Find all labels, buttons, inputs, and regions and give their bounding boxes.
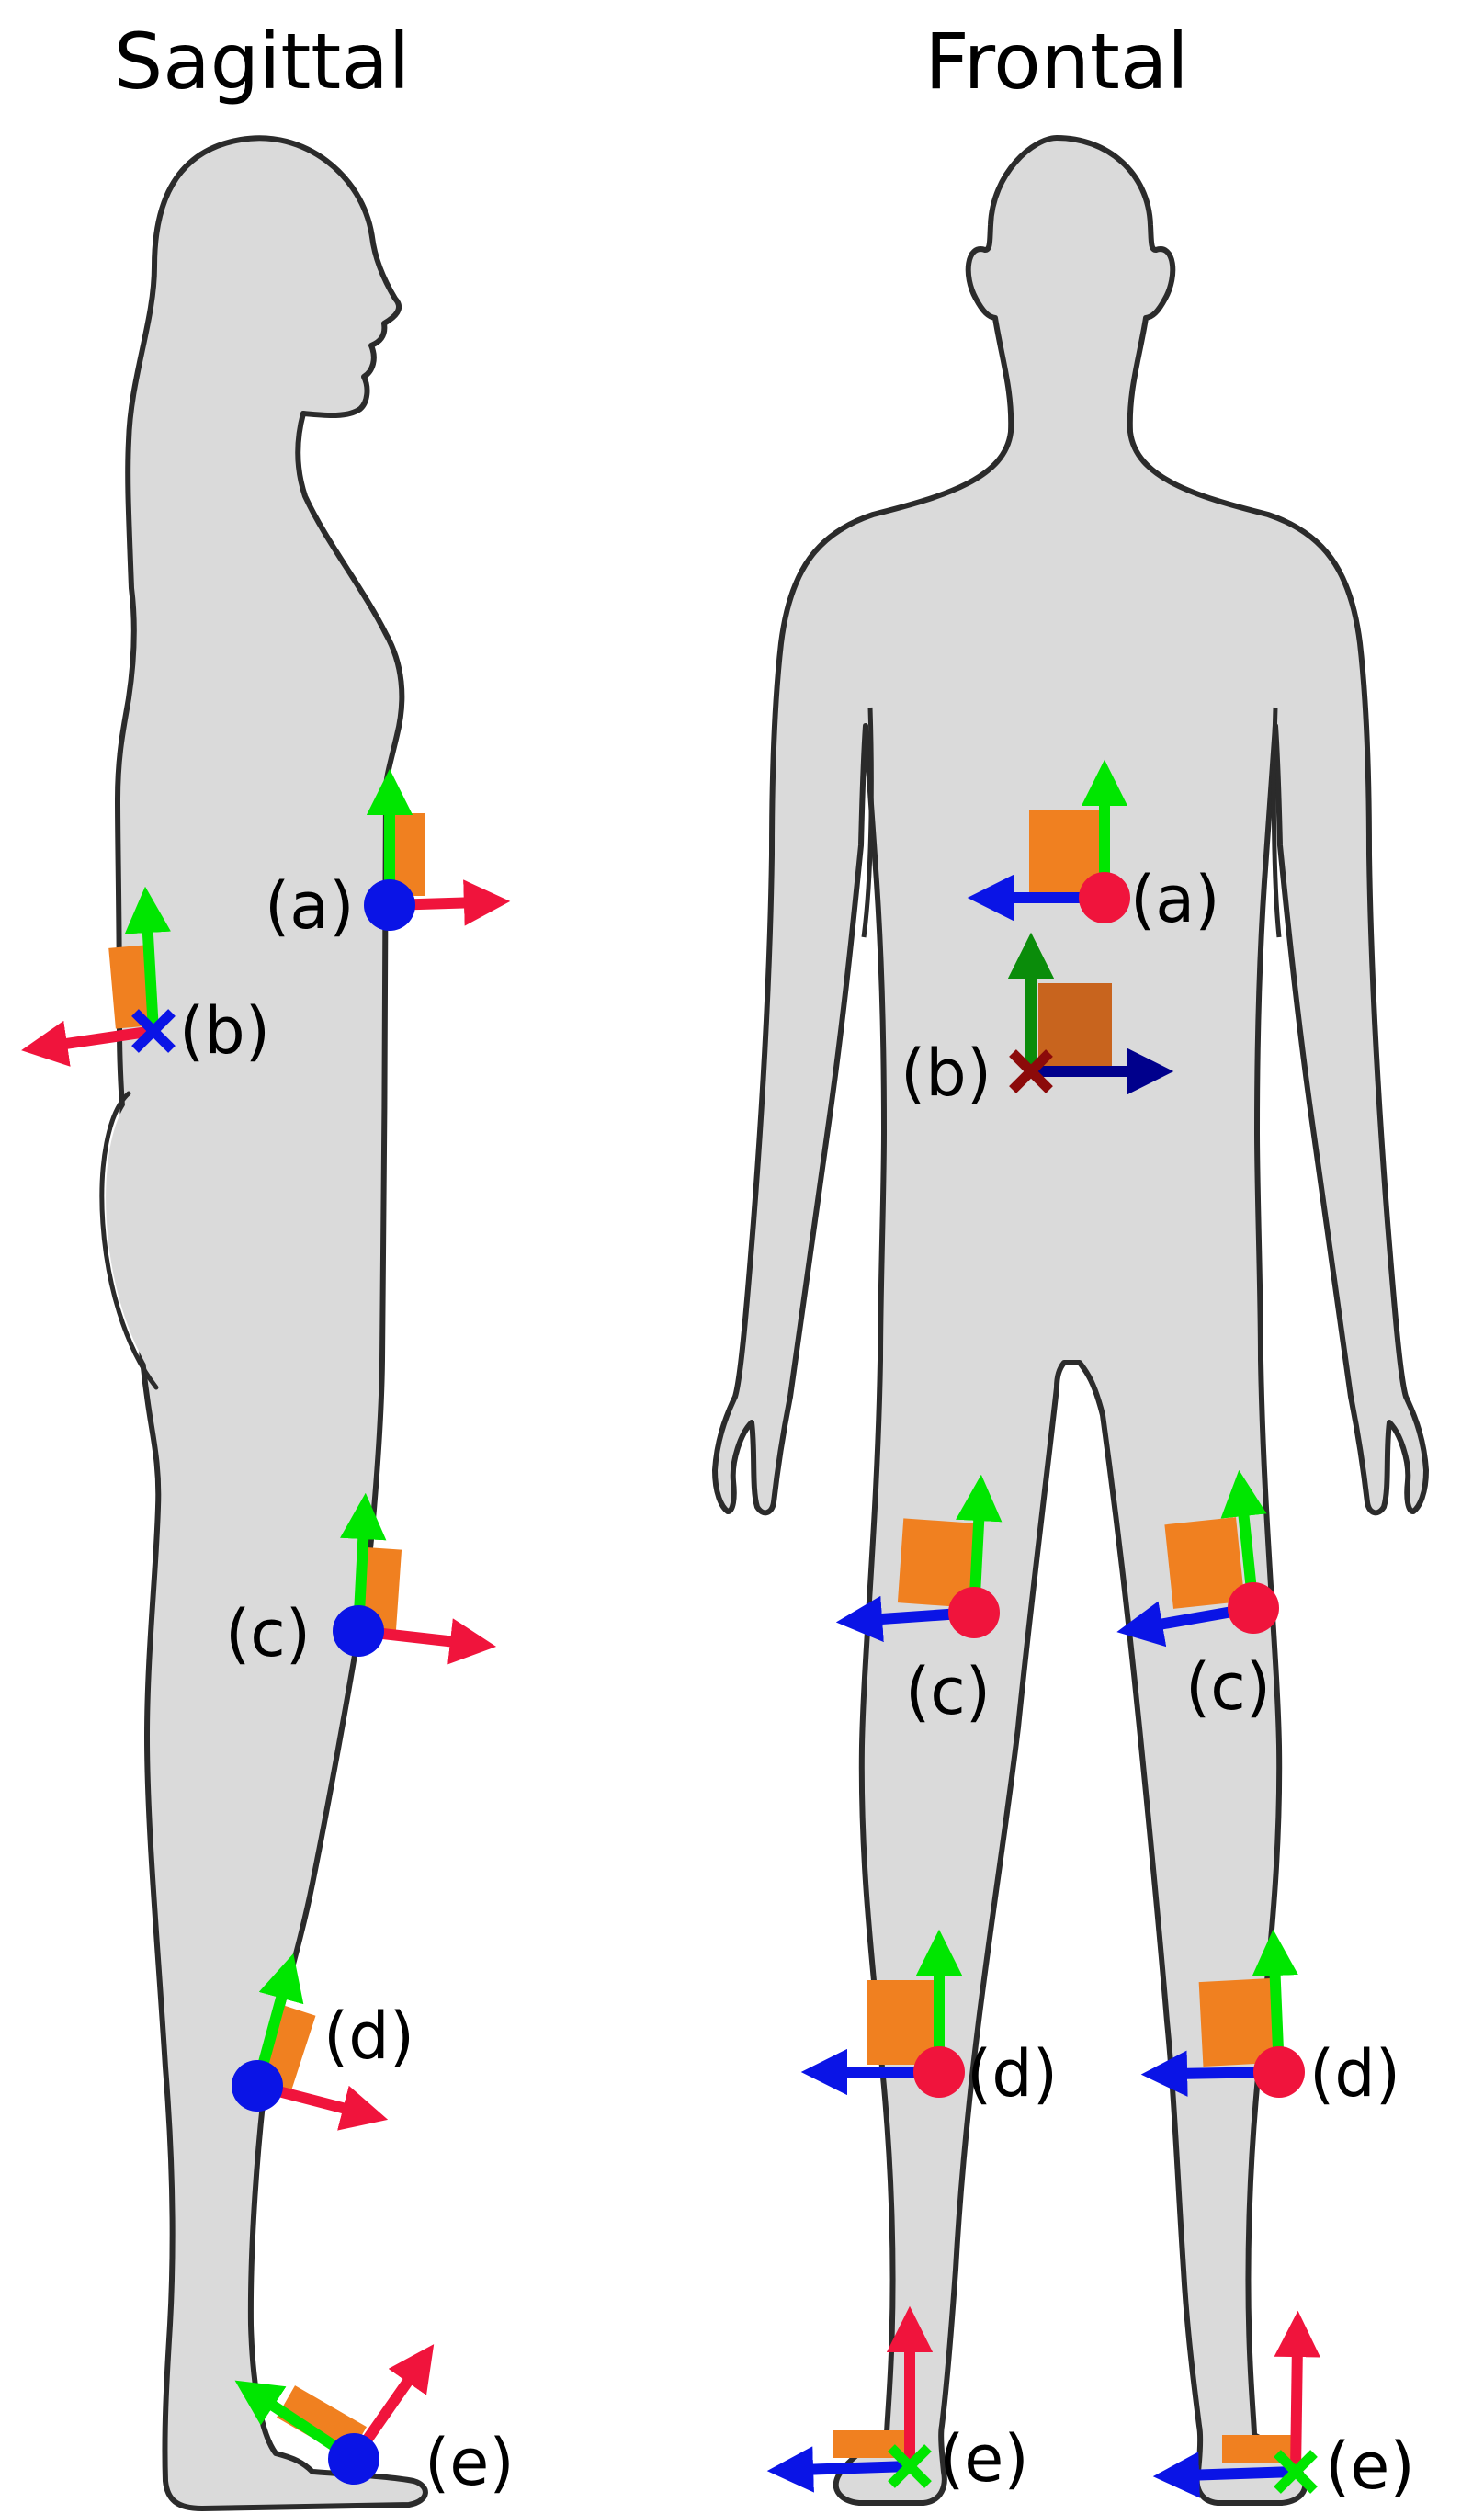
sagittal-label-d: (d) xyxy=(323,1999,414,2074)
frontal-sensor-c-left: (c) xyxy=(1116,1469,1279,1725)
frontal-sensor-b: (b) xyxy=(901,932,1174,1111)
axis-dot-icon xyxy=(333,1605,384,1657)
frontal-sensor-d-right: (d) xyxy=(800,1929,1058,2112)
sensor-box xyxy=(108,945,153,1029)
sensor-box xyxy=(897,1518,976,1608)
sagittal-sensor-e: (e) xyxy=(234,2344,515,2500)
axis-arrow-green xyxy=(124,886,172,1032)
axis-dot-icon xyxy=(328,2433,379,2485)
frontal-sensor-c-right: (c) xyxy=(835,1474,1003,1729)
frontal-label-e-left: (e) xyxy=(1325,2429,1415,2504)
axis-cross-icon xyxy=(1274,2450,1318,2494)
sagittal-label-b: (b) xyxy=(179,993,270,1069)
sagittal-sensor-b: (b) xyxy=(21,886,270,1069)
frontal-sensor-a: (a) xyxy=(967,759,1220,937)
frontal-label-e-right: (e) xyxy=(939,2421,1029,2497)
sagittal-sensor-d: (d) xyxy=(232,1953,414,2131)
frontal-label-b: (b) xyxy=(901,1036,991,1111)
frontal-sensor-d-left: (d) xyxy=(1140,1929,1400,2112)
axis-dot-icon xyxy=(364,879,415,931)
frontal-sensor-e-right: (e) xyxy=(766,2305,1029,2497)
axis-arrow-red xyxy=(21,1020,154,1067)
sagittal-body-silhouette xyxy=(99,135,428,2511)
axis-arrow-blue xyxy=(766,2446,911,2493)
axis-dot-icon xyxy=(1228,1582,1279,1634)
sensor-box xyxy=(1164,1517,1245,1609)
frontal-body-silhouette xyxy=(712,135,1429,2506)
sensor-box-dark xyxy=(1038,983,1112,1066)
axis-arrow-blue xyxy=(1152,2452,1297,2498)
sensor-box xyxy=(1198,1978,1275,2067)
sagittal-label-a: (a) xyxy=(265,868,355,944)
frontal-label-c-left: (c) xyxy=(1185,1649,1271,1725)
frontal-label-c-right: (c) xyxy=(905,1654,991,1729)
axis-dot-icon xyxy=(913,2046,965,2098)
sagittal-title: Sagittal xyxy=(114,17,410,107)
axis-cross-icon xyxy=(1009,1049,1053,1093)
axis-dot-icon xyxy=(1079,872,1130,923)
frontal-title: Frontal xyxy=(924,17,1188,107)
sagittal-sensor-a: (a) xyxy=(265,768,511,944)
frontal-sensor-e-left: (e) xyxy=(1152,2310,1415,2504)
axis-dot-icon xyxy=(1253,2046,1305,2098)
axis-arrow-red xyxy=(1274,2310,1320,2473)
frontal-label-d-left: (d) xyxy=(1309,2036,1400,2112)
axis-dot-icon xyxy=(948,1587,1000,1638)
frontal-label-d-right: (d) xyxy=(967,2036,1058,2112)
axis-cross-icon xyxy=(131,1009,176,1053)
axis-cross-icon xyxy=(888,2444,932,2488)
sagittal-label-e: (e) xyxy=(425,2425,515,2500)
frontal-label-a: (a) xyxy=(1130,862,1220,937)
sagittal-sensor-c: (c) xyxy=(225,1492,497,1671)
sagittal-label-c: (c) xyxy=(225,1596,311,1671)
axis-dot-icon xyxy=(232,2060,283,2112)
